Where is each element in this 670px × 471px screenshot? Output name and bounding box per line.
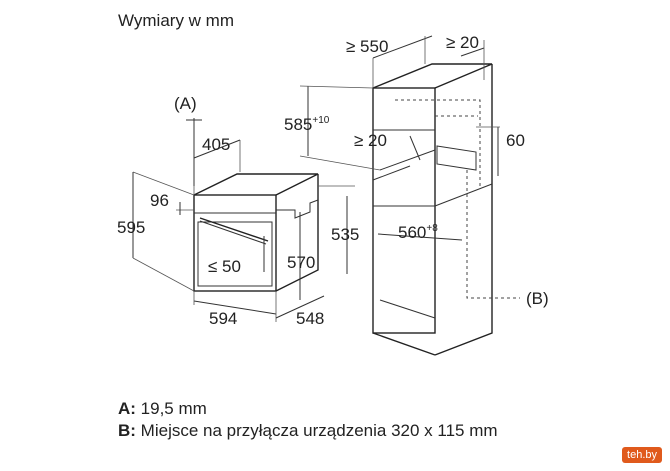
label-405: 405 <box>202 135 230 154</box>
label-96: 96 <box>150 191 169 210</box>
dim-96: 96 <box>150 191 194 215</box>
label-560-sup: +8 <box>426 223 438 234</box>
label-535: 535 <box>331 225 359 244</box>
watermark-logo: teh.by <box>622 447 662 463</box>
dim-535: 535 <box>318 185 359 274</box>
legend-b-text: Miejsce na przyłącza urządzenia 320 x 11… <box>135 421 498 440</box>
cabinet-drawing <box>372 63 520 356</box>
dim-60: 60 <box>476 126 525 176</box>
label-585-sup: +10 <box>312 115 329 126</box>
dim-20-top: ≥ 20 <box>446 33 485 80</box>
oven-drawing <box>193 173 319 292</box>
legend-a-key: A: <box>118 399 136 418</box>
dim-20-mid: ≥ 20 <box>354 131 421 161</box>
dim-585: 585+10 <box>284 85 381 171</box>
label-585: 585+10 <box>284 115 330 134</box>
dim-50: ≤ 50 <box>208 236 265 276</box>
dim-550: ≥ 550 <box>346 35 433 88</box>
label-60: 60 <box>506 131 525 150</box>
dim-405: 405 <box>193 135 241 195</box>
legend-a: A: 19,5 mm <box>118 398 207 420</box>
label-560-value: 560 <box>398 223 426 242</box>
marker-a: (A) <box>174 94 202 186</box>
label-550: ≥ 550 <box>346 37 388 56</box>
label-50: ≤ 50 <box>208 257 241 276</box>
label-595: 595 <box>117 218 145 237</box>
label-548: 548 <box>296 309 324 328</box>
dim-595: 595 <box>117 171 195 292</box>
legend-a-text: 19,5 mm <box>135 399 207 418</box>
label-594: 594 <box>209 309 237 328</box>
label-20-mid: ≥ 20 <box>354 131 387 150</box>
label-570: 570 <box>287 253 315 272</box>
label-585-value: 585 <box>284 115 312 134</box>
dim-560: 560+8 <box>377 223 463 242</box>
dim-570: 570 <box>287 212 315 300</box>
label-a-marker: (A) <box>174 94 197 113</box>
dim-548: 548 <box>275 295 324 328</box>
label-b-marker: (B) <box>526 289 549 308</box>
label-20-top: ≥ 20 <box>446 33 479 52</box>
diagram-title: Wymiary w mm <box>118 11 234 30</box>
label-560: 560+8 <box>398 223 438 242</box>
legend-b: B: Miejsce na przyłącza urządzenia 320 x… <box>118 420 538 442</box>
dim-594: 594 <box>193 291 277 328</box>
legend-b-key: B: <box>118 421 136 440</box>
